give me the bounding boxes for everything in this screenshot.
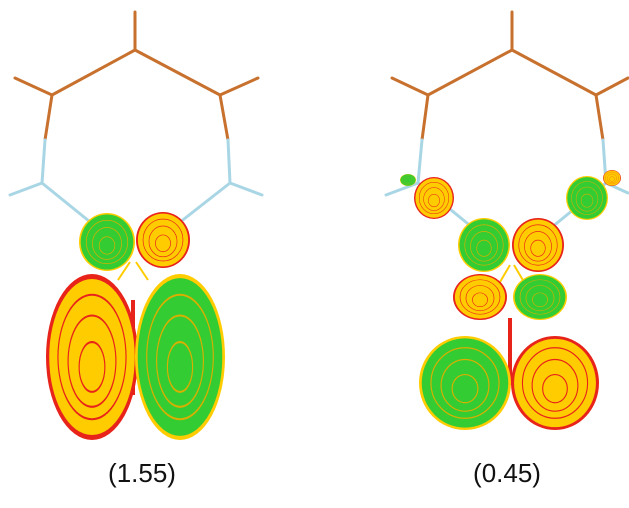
lobe-large-green-left (133, 272, 227, 442)
caption-left: (1.55) (108, 458, 176, 488)
lobe-small-yellow-left (135, 211, 191, 269)
ligand-nitrogen-bonds-left (8, 138, 264, 232)
lobe-middle-green-right (512, 273, 568, 321)
lobe-tiny-yellow-n-right (602, 169, 622, 187)
panel-left (8, 10, 264, 442)
metal-bonds-left (117, 261, 149, 281)
lobe-large-yellow-left (44, 272, 140, 442)
lobe-upper-green-right (457, 217, 511, 273)
ligand-carbon-bonds-right (390, 10, 629, 142)
caption-right: (0.45) (473, 458, 541, 488)
lobe-lower-yellow-right (510, 335, 600, 431)
metal-bonds-right (499, 264, 525, 283)
panel-right (384, 10, 629, 431)
lobe-small-green-left (78, 212, 136, 272)
lobe-nitrogen-yellow-right-panel-left (413, 176, 455, 220)
lobe-middle-yellow-right (452, 273, 508, 321)
lobe-tiny-green-n-left (399, 173, 417, 187)
ligand-carbon-bonds-left (13, 10, 260, 142)
lobe-lower-green-right (418, 335, 512, 431)
lobe-upper-yellow-right (511, 217, 565, 273)
lobe-nitrogen-green-right-panel-right (565, 175, 609, 221)
